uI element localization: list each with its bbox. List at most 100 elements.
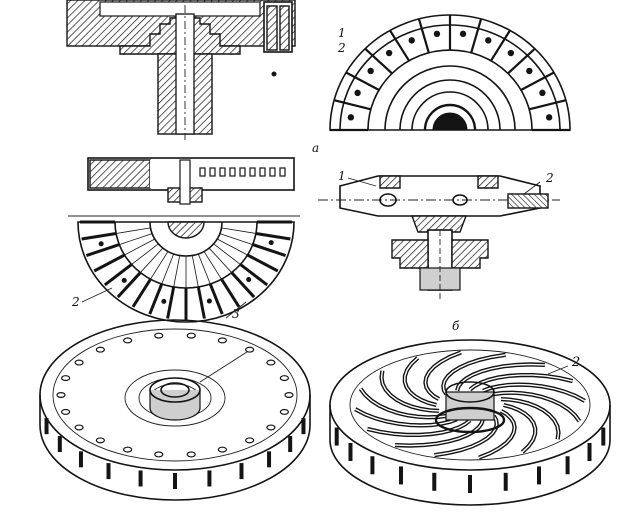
curved-vane-highlight bbox=[359, 388, 447, 419]
vane bbox=[255, 231, 291, 241]
inner-vane bbox=[197, 253, 211, 285]
bolt-hole bbox=[61, 375, 71, 382]
label-ml-3: 3 bbox=[232, 307, 240, 321]
rim-slot bbox=[537, 466, 541, 485]
bolt-hole bbox=[545, 114, 553, 121]
rim-slot bbox=[44, 418, 49, 435]
curved-vane-highlight bbox=[456, 363, 545, 392]
rim-slots bbox=[44, 418, 306, 489]
curved-vane-highlight bbox=[424, 351, 462, 400]
label-mr-2: 2 bbox=[545, 171, 554, 185]
bolt-hole bbox=[385, 49, 393, 57]
rim-slot bbox=[57, 436, 62, 452]
vane bbox=[490, 29, 511, 62]
bolt-hole bbox=[268, 240, 274, 246]
curved-vane-highlight bbox=[442, 354, 506, 395]
bolt-hole bbox=[56, 392, 66, 399]
bolt-hole bbox=[279, 408, 289, 415]
rim-slot bbox=[468, 475, 472, 493]
vane bbox=[239, 263, 269, 287]
bolt-hole bbox=[217, 446, 227, 453]
label-tr-a: a bbox=[312, 141, 319, 155]
bolt-hole bbox=[98, 241, 104, 247]
rim-slot bbox=[587, 443, 592, 461]
vane bbox=[417, 18, 430, 54]
inner-vane bbox=[216, 238, 248, 256]
wheel-vanes bbox=[330, 15, 570, 132]
bolt-hole bbox=[206, 298, 212, 304]
wheel-vanes bbox=[80, 220, 292, 320]
rim-slot bbox=[288, 436, 293, 452]
vane bbox=[116, 271, 142, 299]
curved-vane-highlight bbox=[367, 419, 471, 436]
rim-slot bbox=[106, 463, 111, 480]
vane bbox=[470, 18, 483, 54]
bolt-hole bbox=[121, 277, 127, 283]
vane bbox=[246, 253, 279, 273]
inner-vane bbox=[219, 233, 253, 245]
curved-vane-highlight bbox=[478, 410, 516, 459]
rim-slot bbox=[239, 463, 244, 480]
bolt-hole bbox=[217, 337, 227, 344]
rim-slot bbox=[370, 456, 375, 475]
bolt-hole bbox=[367, 67, 374, 75]
vane bbox=[93, 253, 126, 273]
rim-slot bbox=[207, 470, 212, 487]
bolt-hole bbox=[61, 408, 71, 415]
slot bbox=[209, 167, 216, 177]
label-mr-1: 1 bbox=[338, 169, 346, 183]
curved-vane-highlight bbox=[434, 415, 498, 456]
slot bbox=[249, 167, 256, 177]
bolt-holes bbox=[56, 332, 294, 458]
slot bbox=[269, 167, 276, 177]
bolt-hole bbox=[284, 392, 294, 399]
slot bbox=[259, 167, 266, 177]
slot bbox=[219, 167, 226, 177]
bolt-hole bbox=[279, 375, 289, 382]
vane bbox=[131, 278, 152, 308]
bolt-hole bbox=[408, 37, 415, 44]
inner-vane bbox=[140, 247, 164, 273]
rim-slot bbox=[348, 443, 353, 461]
bolt-hole bbox=[433, 30, 441, 38]
rim-slot bbox=[78, 451, 83, 468]
rim-slot bbox=[334, 427, 339, 446]
bolt-hole bbox=[245, 437, 255, 444]
inner-vane bbox=[213, 243, 241, 265]
vane bbox=[345, 71, 380, 91]
bottom-left-disk-perspective bbox=[39, 319, 311, 501]
rim-slot bbox=[601, 427, 606, 446]
middle-right-assembly-section bbox=[318, 175, 560, 300]
inner-vane bbox=[191, 255, 199, 288]
vane bbox=[528, 99, 567, 111]
inner-vane bbox=[150, 251, 169, 280]
inner-vane bbox=[203, 251, 222, 280]
inner-vane bbox=[119, 233, 153, 245]
bolt-hole bbox=[485, 37, 492, 44]
vane bbox=[252, 243, 287, 257]
bolt-hole bbox=[154, 451, 164, 458]
label-br-2: 2 bbox=[571, 355, 580, 370]
curved-vane-highlight bbox=[482, 383, 586, 402]
slot bbox=[279, 167, 286, 177]
bolt-hole bbox=[95, 437, 105, 444]
bolt-hole bbox=[186, 332, 196, 339]
vane bbox=[333, 99, 372, 111]
bolt-hole bbox=[459, 30, 467, 38]
curved-vane-highlight bbox=[380, 370, 440, 412]
bolt-hole bbox=[74, 359, 84, 366]
bolt-hole bbox=[154, 332, 164, 339]
rim-slot bbox=[565, 456, 570, 475]
inner-vane bbox=[124, 238, 156, 256]
rim-slot bbox=[503, 472, 508, 491]
vane bbox=[148, 283, 164, 315]
vane bbox=[389, 29, 410, 62]
curved-vane-highlight bbox=[493, 391, 581, 422]
inner-vane bbox=[221, 227, 256, 234]
vane bbox=[81, 231, 117, 241]
rim-slot bbox=[267, 451, 272, 468]
vane bbox=[85, 243, 120, 257]
label-mr-b: б bbox=[452, 319, 460, 333]
rim-slots bbox=[334, 427, 606, 493]
top-left-impeller-section bbox=[66, 0, 296, 140]
